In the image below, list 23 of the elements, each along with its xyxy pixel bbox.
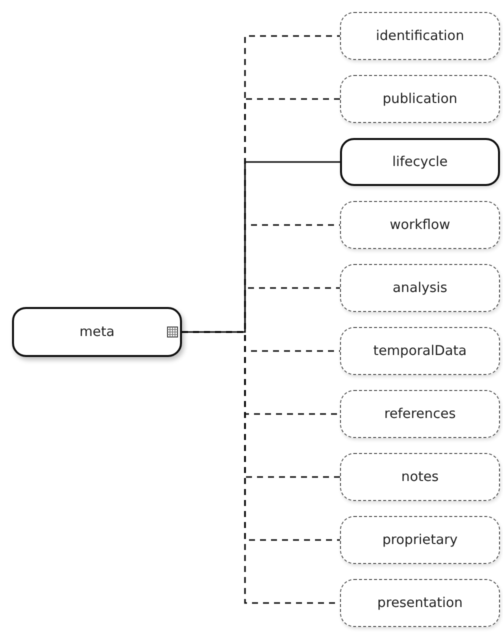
element-name: analysis	[392, 280, 448, 296]
element-name: workflow	[390, 217, 450, 233]
child-element-box	[340, 390, 500, 438]
element-name: temporalData	[373, 343, 467, 359]
element-name: proprietary	[382, 532, 458, 548]
element-name: identification	[376, 28, 464, 44]
element-name: lifecycle	[392, 154, 448, 170]
child-element-box	[340, 264, 500, 312]
child-element-box	[340, 579, 500, 627]
child-element-box	[340, 201, 500, 249]
child-element-box	[340, 516, 500, 564]
child-element-box	[340, 12, 500, 60]
element-name: publication	[382, 91, 458, 107]
child-element-box	[340, 453, 500, 501]
element-name: meta	[79, 324, 115, 340]
element-name: notes	[401, 469, 439, 485]
element-name: references	[384, 406, 456, 422]
child-element-box	[340, 327, 500, 375]
connector-line	[182, 161, 340, 333]
element-box	[12, 307, 182, 357]
child-element-box	[340, 138, 500, 186]
element-name: presentation	[377, 595, 463, 611]
child-element-box	[340, 75, 500, 123]
